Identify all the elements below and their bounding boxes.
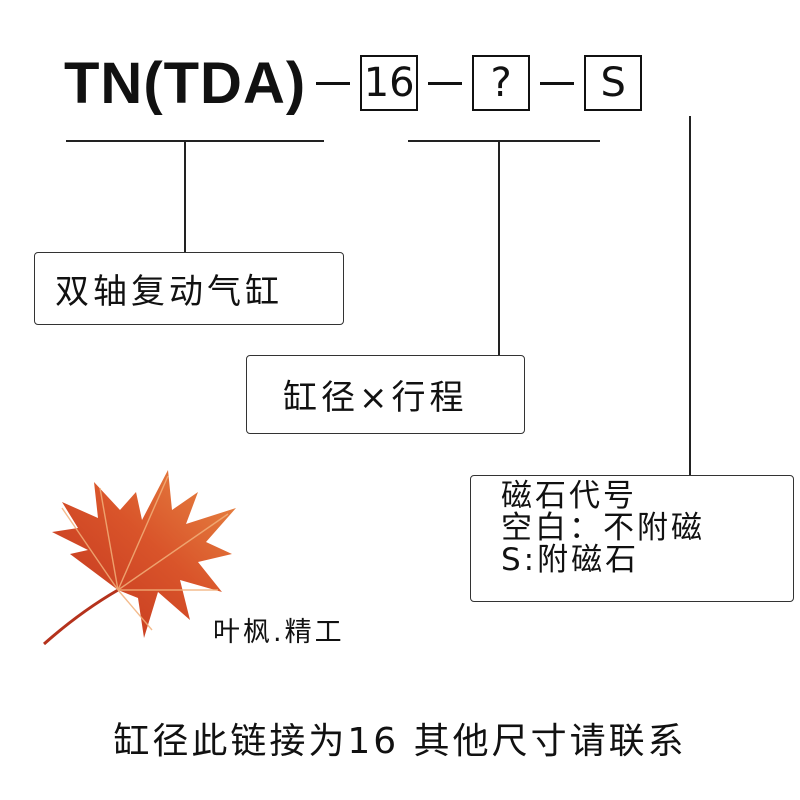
type-label-box: 双轴复动气缸 [34,252,344,325]
bore-stroke-connector [498,140,500,355]
dash-separator [316,82,350,85]
bore-stroke-label-box: 缸径×行程 [246,355,525,434]
dash-separator [428,82,462,85]
model-code-row: TN(TDA) 16 ? S [64,48,642,118]
prefix-connector [184,140,186,252]
magnet-title: 磁石代号 [501,480,793,512]
magnet-connector [689,116,691,475]
stroke-code-box: ? [472,55,530,111]
bore-stroke-underline [408,140,600,142]
brand-name: 叶枫.精工 [213,610,345,649]
magnet-label-box: 磁石代号 空白：不附磁 S:附磁石 [470,475,794,602]
prefix-underline [66,140,324,142]
magnet-s-option: S:附磁石 [501,544,793,576]
bore-stroke-label: 缸径×行程 [283,370,468,419]
type-label: 双轴复动气缸 [55,264,283,313]
dash-separator [540,82,574,85]
magnet-blank-option: 空白：不附磁 [501,512,793,544]
magnet-code-box: S [584,55,642,111]
footer-note: 缸径此链接为16 其他尺寸请联系 [0,712,800,764]
model-prefix: TN(TDA) [64,50,306,117]
bore-code-box: 16 [360,55,418,111]
